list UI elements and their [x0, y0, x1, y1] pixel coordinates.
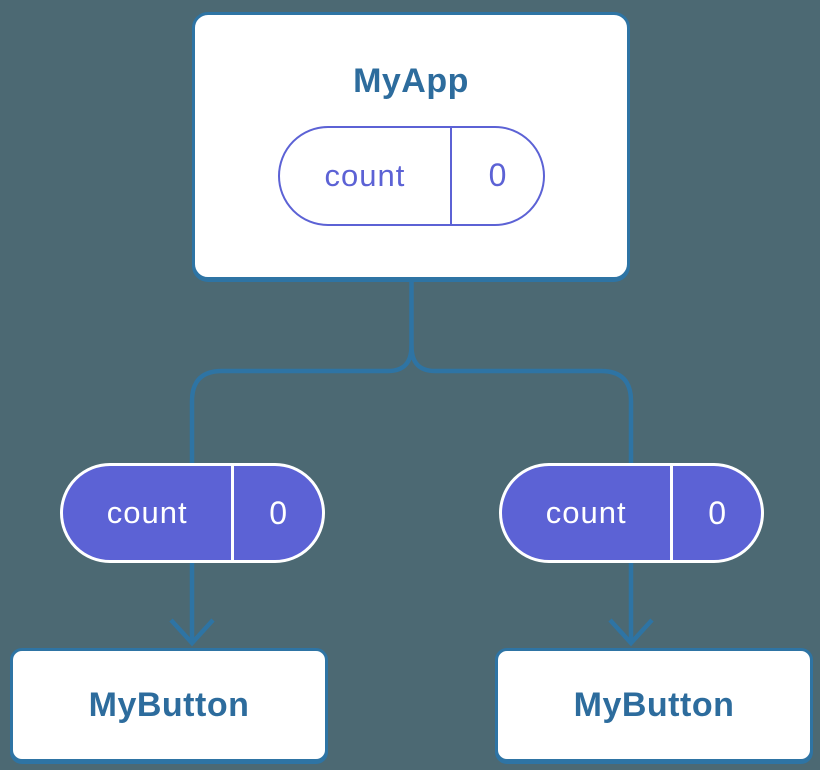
right-child-component-box: MyButton: [495, 648, 813, 762]
right-branch-connector: [409, 345, 634, 642]
root-state-pill: count 0: [277, 125, 545, 226]
right-prop-pill-label: count: [502, 466, 674, 560]
state-pill-value: 0: [488, 157, 507, 194]
right-prop-pill: count 0: [499, 463, 764, 563]
right-child-component-title: MyButton: [573, 685, 735, 724]
state-pill-label: count: [280, 127, 453, 224]
left-prop-pill: count 0: [60, 463, 325, 563]
root-component-box: MyApp count 0: [192, 12, 630, 280]
left-child-component-box: MyButton: [10, 648, 328, 762]
right-prop-pill-value: 0: [708, 494, 727, 531]
left-prop-pill-label: count: [63, 466, 235, 560]
root-component-title: MyApp: [353, 62, 469, 100]
left-child-component-title: MyButton: [88, 685, 250, 724]
left-arrowhead-icon: [169, 618, 215, 647]
right-arrowhead-icon: [608, 618, 654, 647]
left-branch-connector: [189, 345, 414, 642]
left-prop-pill-value: 0: [269, 494, 288, 531]
